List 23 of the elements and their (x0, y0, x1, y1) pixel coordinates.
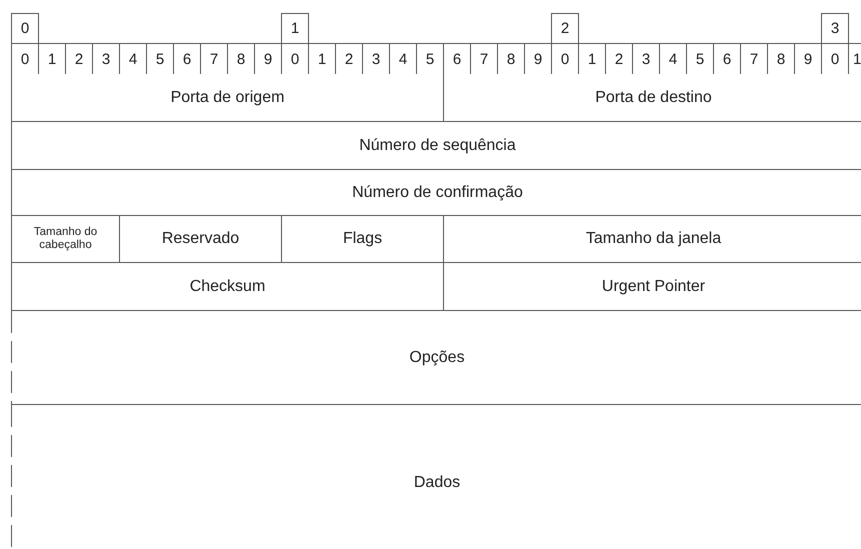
header-field (443, 74, 861, 122)
field-label: Checksum (190, 278, 266, 296)
header-field (11, 216, 120, 263)
bit-number: 1 (281, 13, 309, 44)
field-label: Reservado (162, 230, 240, 248)
header-field (11, 74, 444, 122)
bit-number: 3 (821, 13, 849, 44)
field-label: Número de confirmação (352, 184, 523, 202)
bit-number: 2 (551, 13, 579, 44)
field-label: Flags (342, 230, 382, 248)
field-label: Tamanho do cabeçalho (32, 226, 98, 252)
field-label: Tamanho da janela (586, 230, 722, 248)
header-field (11, 311, 861, 405)
header-field (11, 122, 861, 170)
field-label: Opções (409, 348, 465, 366)
header-field (11, 263, 444, 311)
field-label: Dados (414, 474, 460, 492)
header-field (11, 170, 861, 216)
field-label: Porta de destino (595, 88, 712, 106)
field-label: Número de sequência (359, 136, 516, 154)
field-label: Urgent Pointer (602, 278, 706, 296)
field-label: Porta de origem (170, 88, 284, 106)
bit-number: 0 (11, 13, 39, 44)
